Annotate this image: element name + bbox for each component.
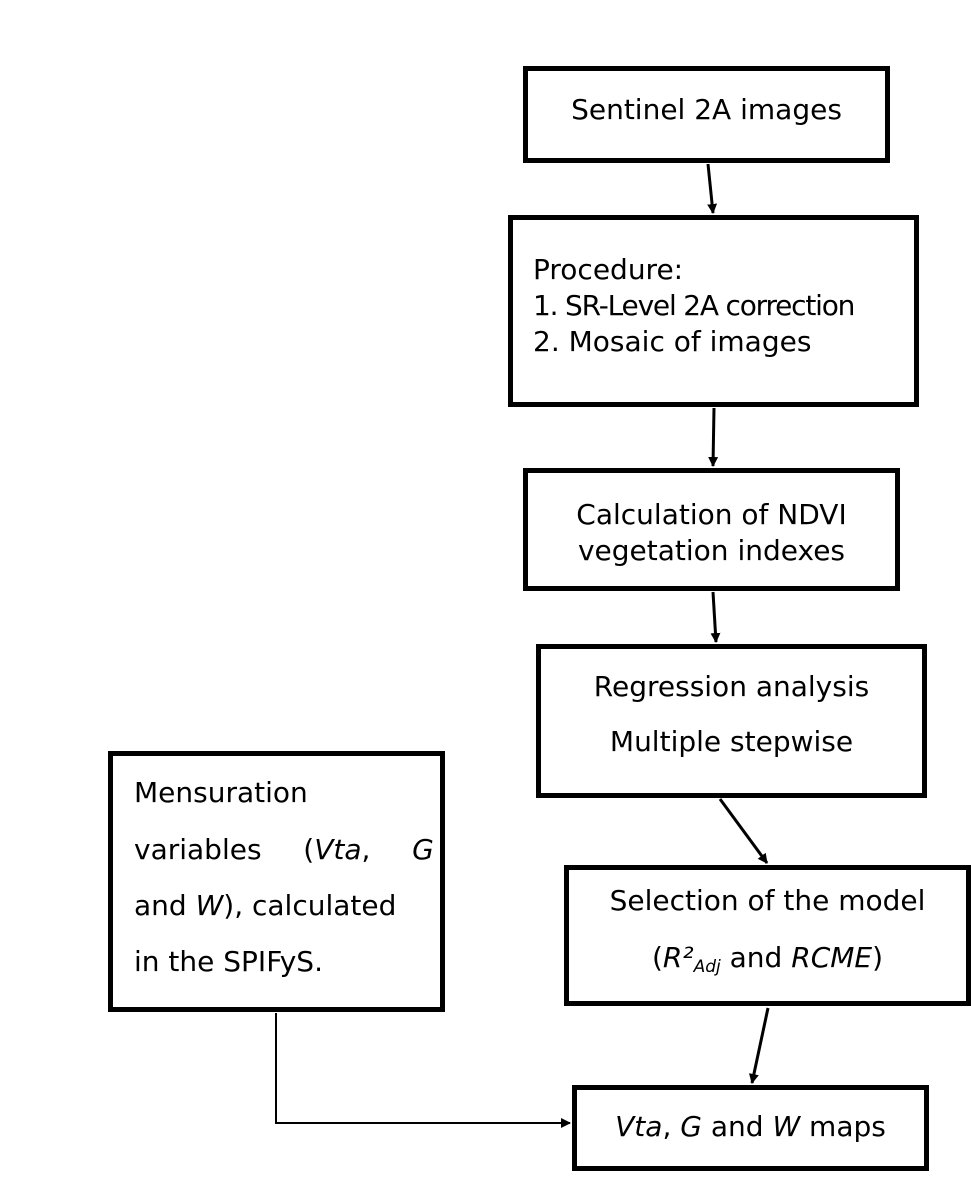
comma: , — [361, 833, 371, 866]
and-word: and — [134, 889, 187, 922]
mensuration-box: Mensuration variables (Vta, G and W), ca… — [108, 751, 445, 1012]
variables-word: variables — [134, 833, 262, 866]
ndvi-box: Calculation of NDVI vegetation indexes — [523, 468, 900, 591]
arrow-regression-to-selection — [718, 798, 769, 864]
g-symbol: G — [412, 833, 434, 866]
procedure-step-1-number: 1. — [533, 289, 559, 322]
regression-box: Regression analysis Multiple stepwise — [536, 644, 927, 798]
procedure-step-2-text: Mosaic of images — [568, 325, 812, 358]
r-squared-symbol: R² — [662, 941, 694, 974]
maps-box: Vta, G and W maps — [572, 1085, 929, 1171]
calculated-text: ), calculated — [223, 889, 397, 922]
regression-line-2: Multiple stepwise — [609, 725, 854, 758]
w-symbol: W — [195, 889, 224, 922]
model-selection-line-2: (R²Adj and RCME) — [569, 941, 966, 984]
procedure-heading: Procedure: — [533, 253, 684, 286]
adj-subscript: Adj — [693, 957, 721, 977]
close-paren: ) — [872, 941, 884, 974]
model-selection-box: Selection of the model (R²Adj and RCME) — [564, 865, 971, 1006]
comma: , — [662, 1110, 672, 1143]
sentinel-images-label: Sentinel 2A images — [571, 93, 842, 126]
and-word: and — [729, 941, 783, 974]
procedure-step-2: 2. Mosaic of images — [533, 325, 811, 359]
maps-label: Vta, G and W maps — [577, 1110, 924, 1144]
model-selection-line-1: Selection of the model — [609, 884, 926, 917]
arrow-sentinel-to-procedure — [706, 163, 718, 214]
regression-line-1: Regression analysis — [593, 670, 870, 703]
arrow-selection-to-maps — [748, 1007, 770, 1084]
g-symbol: G — [680, 1110, 702, 1143]
open-paren: ( — [651, 941, 663, 974]
arrow-mensuration-to-maps — [275, 1013, 571, 1128]
procedure-box: Procedure: 1. SR-Level 2A correction 2. … — [508, 215, 919, 407]
mensuration-line-2: variables (Vta, G — [134, 833, 434, 867]
open-paren: ( — [303, 833, 315, 866]
w-symbol: W — [772, 1110, 801, 1143]
ndvi-line-2: vegetation indexes — [577, 534, 846, 567]
vta-symbol: Vta — [615, 1110, 663, 1143]
procedure-step-1: 1. SR-Level 2A correction — [533, 289, 855, 323]
procedure-step-1-text: SR-Level 2A correction — [565, 289, 855, 322]
rcme-symbol: RCME — [791, 941, 873, 974]
and-word: and — [710, 1110, 764, 1143]
sentinel-images-box: Sentinel 2A images — [523, 66, 890, 163]
arrow-ndvi-to-regression — [710, 591, 721, 643]
maps-word: maps — [809, 1110, 886, 1143]
procedure-step-2-number: 2. — [533, 325, 560, 358]
mensuration-line-1: Mensuration — [134, 776, 308, 809]
arrow-procedure-to-ndvi — [708, 407, 719, 467]
ndvi-line-1: Calculation of NDVI — [576, 498, 847, 531]
mensuration-line-3: and W), calculated — [134, 889, 396, 923]
vta-symbol: Vta — [314, 833, 362, 866]
mensuration-line-4: in the SPIFyS. — [134, 945, 323, 978]
